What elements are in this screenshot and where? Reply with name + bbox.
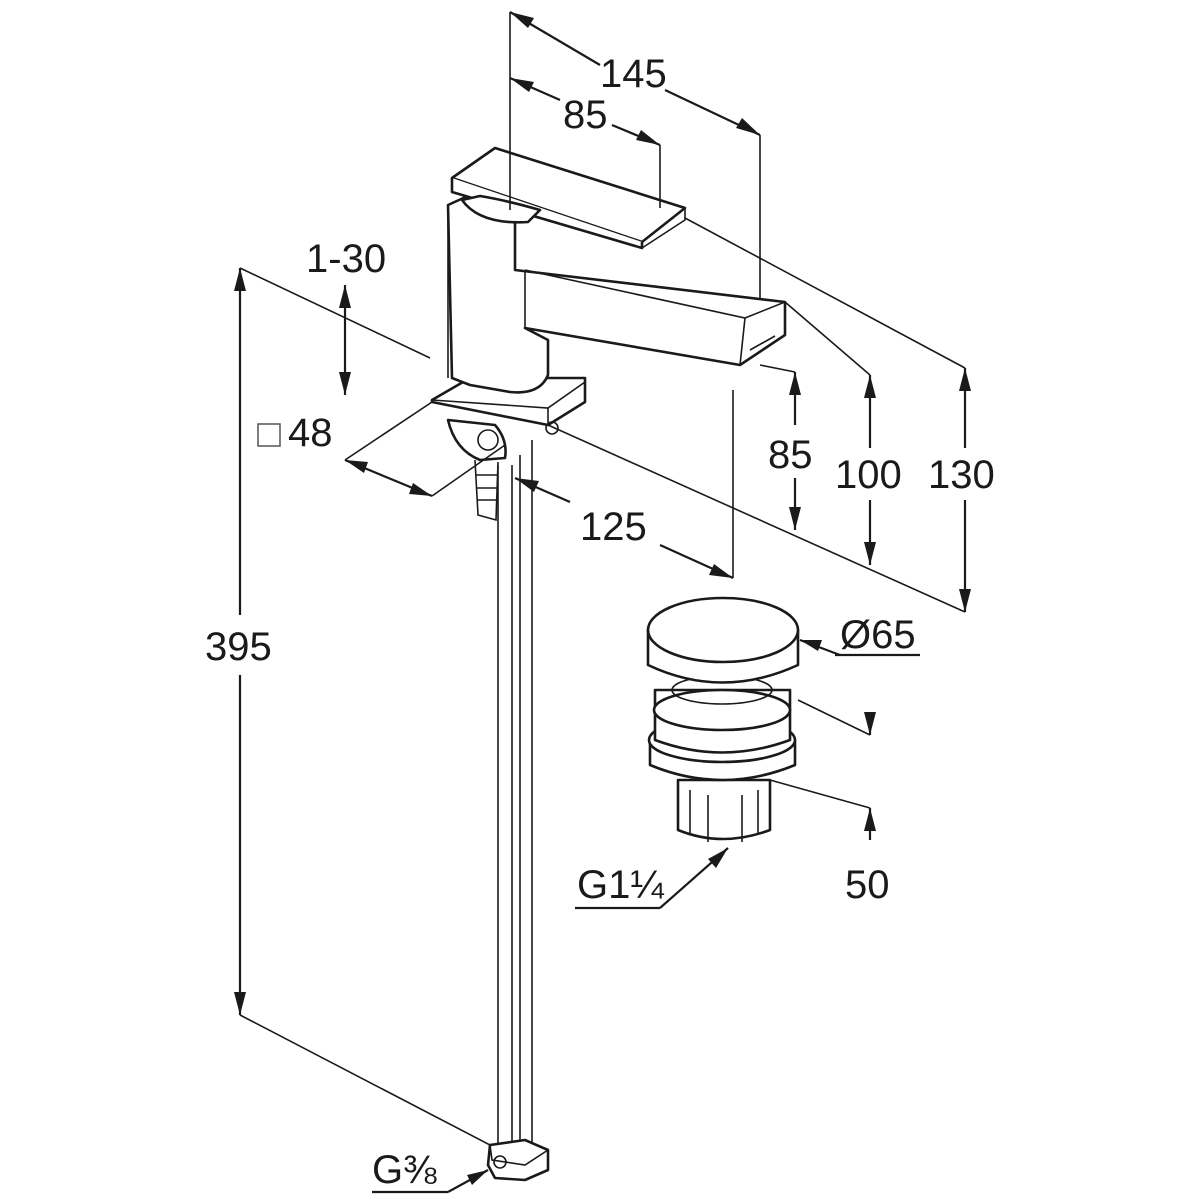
dimension-label-85-lever: 85 <box>563 93 608 137</box>
dimension-label-395: 395 <box>205 625 272 669</box>
dimension-label-145: 145 <box>600 52 667 96</box>
supply-hoses <box>497 440 533 1160</box>
dimension-label-125: 125 <box>580 505 647 549</box>
dimension-diameter-65: Ø65 <box>799 613 920 657</box>
dimension-label-thread-waste: G1¼ <box>577 863 664 907</box>
dimension-48: 48 <box>257 401 506 498</box>
dimension-85-outlet: 85 <box>768 372 813 530</box>
dimension-395: 395 <box>205 268 491 1146</box>
dimension-1-30: 1-30 <box>306 237 386 395</box>
dimension-thread-waste: G1¼ <box>575 847 729 910</box>
height-extension-lines <box>239 217 966 613</box>
dimension-label-1-30: 1-30 <box>306 237 386 281</box>
dimension-85-lever: 85 <box>509 76 661 208</box>
faucet-column <box>446 193 787 394</box>
dimension-label-130: 130 <box>928 453 995 497</box>
dimension-label-48: 48 <box>288 411 333 455</box>
dimension-130: 130 <box>928 368 995 612</box>
dimension-label-85-outlet: 85 <box>768 433 813 477</box>
dimension-125: 125 <box>514 390 734 580</box>
dimension-label-thread-hose: G⅜ <box>372 1148 437 1192</box>
pop-up-waste <box>646 596 800 842</box>
dimension-thread-hose: G⅜ <box>372 1148 489 1194</box>
dimension-label-50: 50 <box>845 863 890 907</box>
threaded-shank <box>446 418 507 522</box>
square-outline-icon <box>257 423 281 447</box>
faucet-body <box>430 146 787 1182</box>
dimension-label-100: 100 <box>835 453 902 497</box>
dimension-label-diameter-65: Ø65 <box>840 613 916 657</box>
dimension-50: 50 <box>769 699 890 907</box>
dimension-145: 145 <box>509 11 761 300</box>
hose-connector-nut <box>486 1138 550 1182</box>
dimension-100: 100 <box>835 375 902 565</box>
